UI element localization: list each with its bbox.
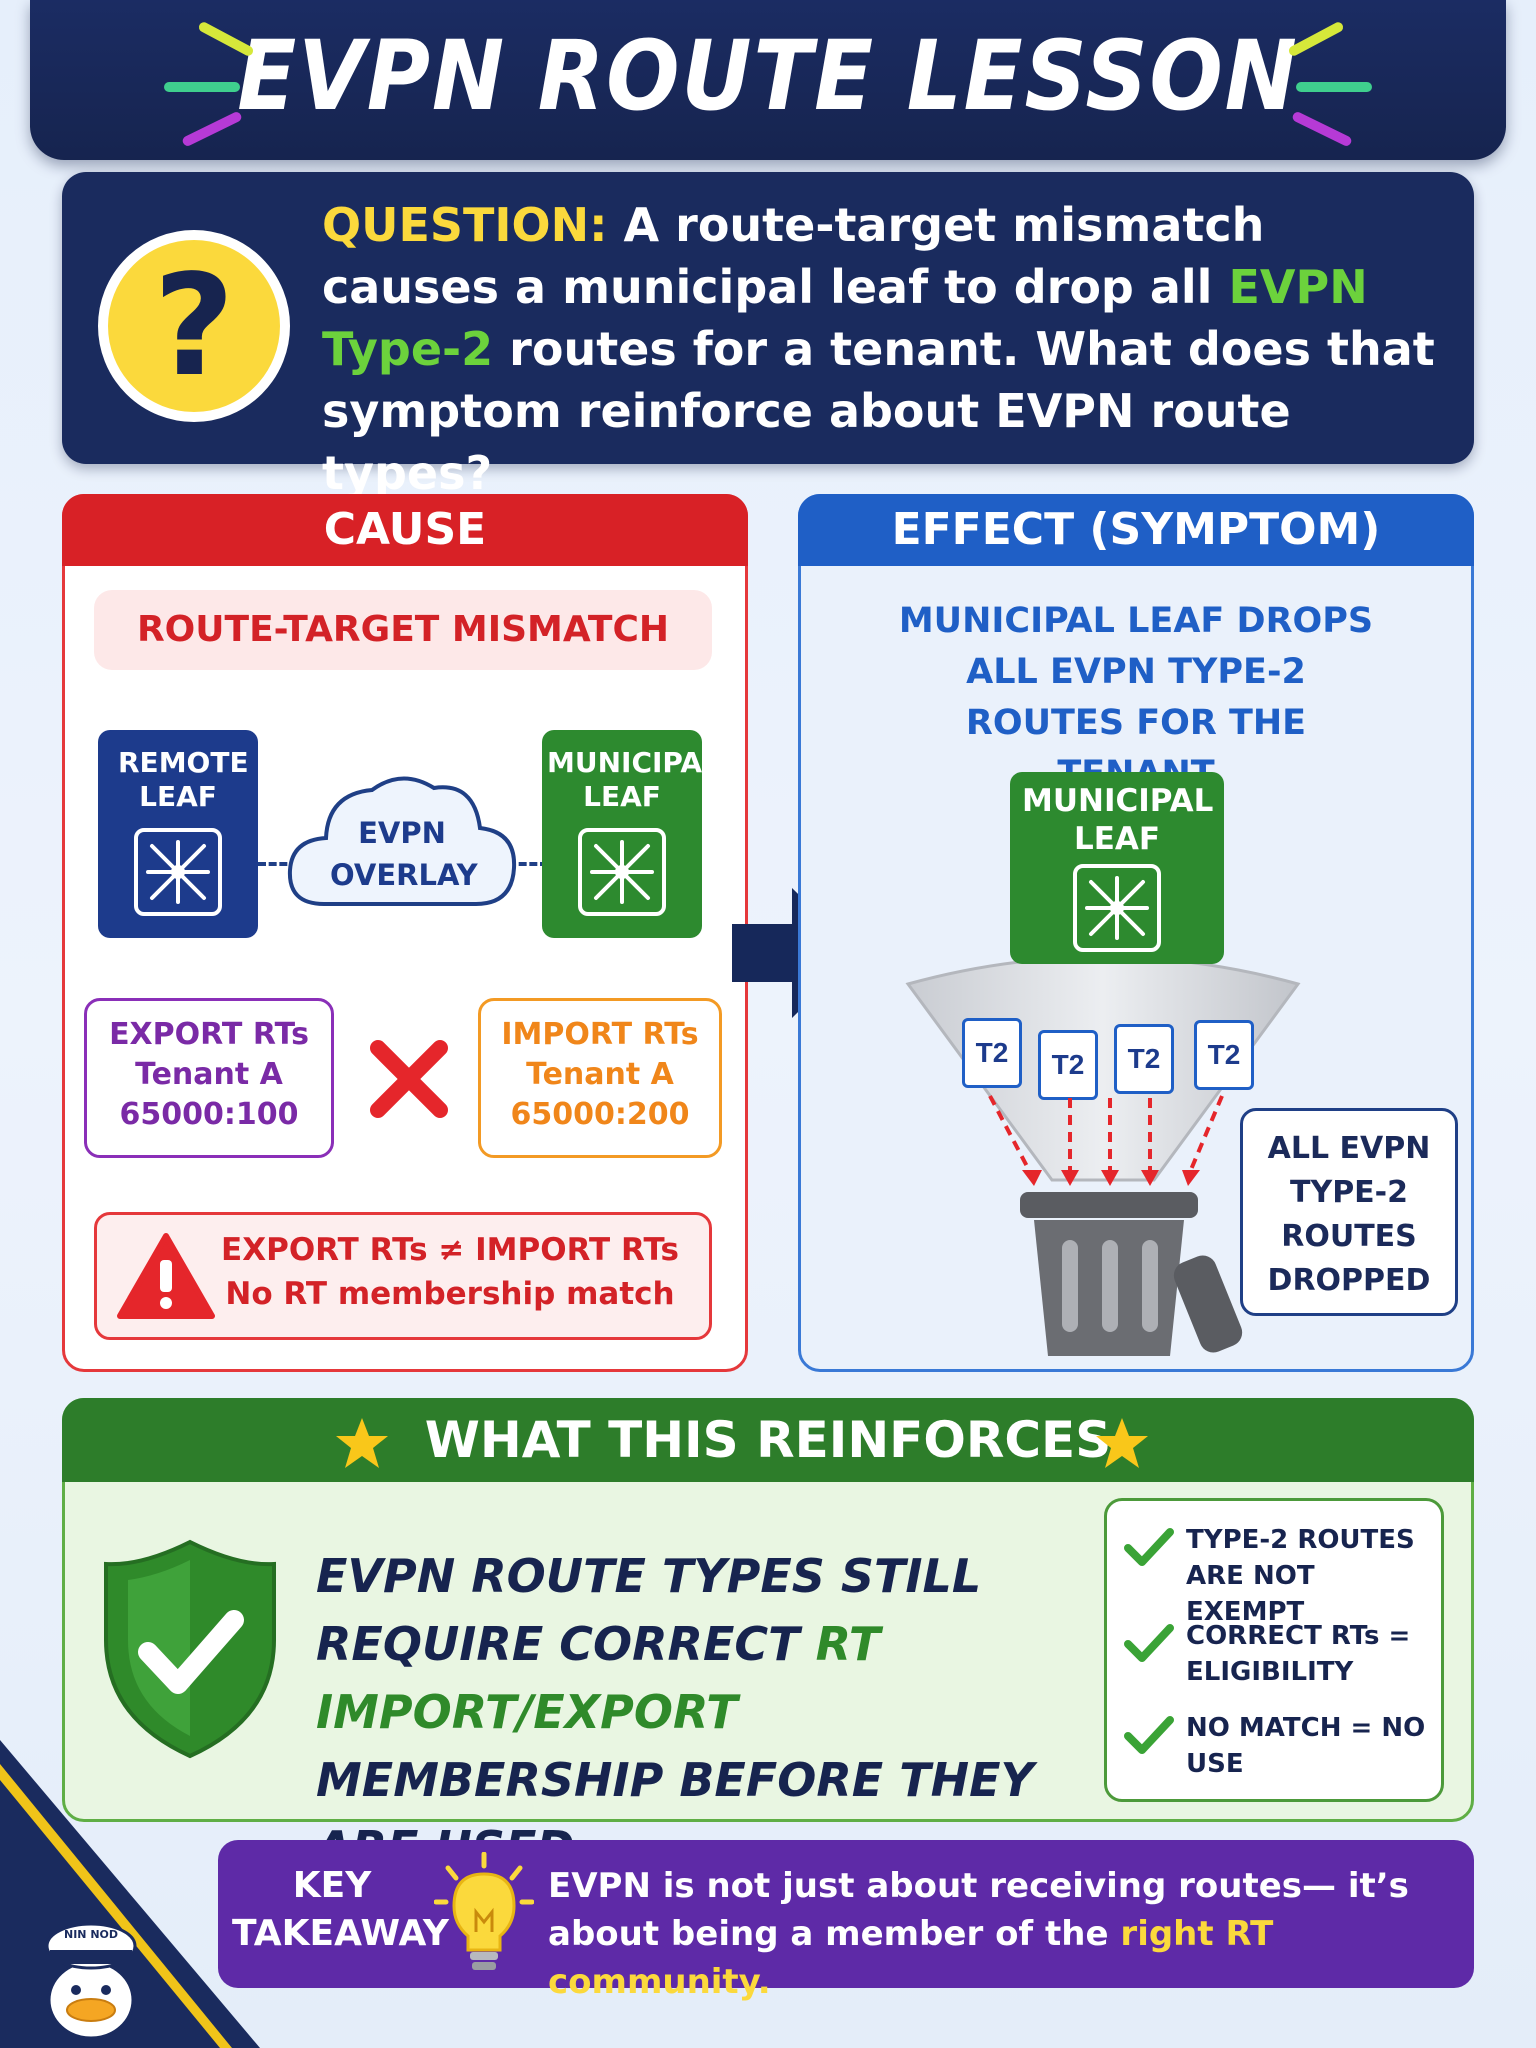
warning-line2: No RT membership match (225, 1276, 675, 1312)
import-rt-title: IMPORT RTs (501, 1017, 699, 1052)
page-title: EVPN ROUTE LESSON (237, 20, 1299, 132)
reinforces-header: WHAT THIS REINFORCES (62, 1398, 1474, 1482)
star-icon (1096, 1418, 1148, 1468)
municipal-leaf-box: MUNICIPAL LEAF (542, 730, 720, 938)
effect-title: MUNICIPAL LEAF DROPS ALL EVPN TYPE-2 ROU… (898, 601, 1374, 794)
mismatch-x-icon (370, 1040, 448, 1118)
dropped-routes-box: ALL EVPN TYPE-2 ROUTES DROPPED (1240, 1108, 1458, 1316)
municipal-leaf-label: MUNICIPAL LEAF (547, 746, 720, 813)
effect-header-label: EFFECT (SYMPTOM) (891, 504, 1381, 555)
route-doc-2: T2 (1038, 1030, 1098, 1100)
import-rt-value: 65000:200 (510, 1097, 690, 1132)
export-rt-card: EXPORT RTs Tenant A 65000:100 (84, 998, 334, 1158)
remote-leaf-label: REMOTE LEAF (118, 746, 249, 813)
checkmark-icon (1124, 1716, 1174, 1754)
checklist-item: NO MATCH = NO USE (1124, 1710, 1434, 1800)
key-takeaway-highlight: right RT community. (548, 1914, 1274, 2002)
export-rt-value: 65000:100 (119, 1097, 299, 1132)
checklist-item-text: TYPE-2 ROUTES ARE NOT EXEMPT (1186, 1525, 1415, 1627)
checkmark-icon (1124, 1624, 1174, 1662)
switch-icon (1073, 864, 1161, 952)
cause-header: CAUSE (62, 494, 748, 566)
question-text: QUESTION: A route-target mismatch causes… (322, 194, 1452, 504)
trash-can-icon (1020, 1192, 1243, 1356)
question-text-part2: routes for a tenant. What does that symp… (322, 322, 1435, 500)
warning-text: EXPORT RTs ≠ IMPORT RTs No RT membership… (200, 1228, 700, 1316)
checkmark-icon (1124, 1528, 1174, 1566)
remote-leaf-box: REMOTE LEAF (98, 730, 258, 938)
duck-mascot-icon (45, 1922, 137, 2040)
export-rt-title: EXPORT RTs (109, 1017, 309, 1052)
warning-line1: EXPORT RTs ≠ IMPORT RTs (221, 1232, 679, 1268)
checklist-box (1104, 1498, 1444, 1802)
cloud-icon (287, 776, 517, 906)
checklist-item: TYPE-2 ROUTES ARE NOT EXEMPT (1124, 1522, 1434, 1627)
title-spark-green-right (1296, 82, 1372, 92)
connector-right (508, 862, 548, 866)
effect-leaf-label: MUNICIPAL LEAF (1022, 783, 1214, 857)
shield-check-icon (104, 1539, 276, 1759)
effect-municipal-leaf-box: MUNICIPAL LEAF (1010, 772, 1224, 964)
cause-subtitle: ROUTE-TARGET MISMATCH (94, 590, 712, 670)
key-takeaway-label: KEY TAKEAWAY (232, 1865, 449, 1954)
checklist-item-text: NO MATCH = NO USE (1186, 1713, 1426, 1779)
question-text-part1: A route-target mismatch causes a municip… (322, 198, 1265, 314)
route-doc-1: T2 (962, 1018, 1022, 1088)
key-takeaway-text: EVPN is not just about receiving routes—… (548, 1862, 1458, 2006)
export-rt-tenant: Tenant A (135, 1057, 283, 1092)
lightbulb-icon (434, 1852, 534, 1970)
key-takeaway-part1: EVPN is not just about receiving routes—… (548, 1866, 1409, 1954)
route-doc-4: T2 (1194, 1020, 1254, 1090)
drop-arrows-icon (988, 1095, 1224, 1186)
star-icon (336, 1418, 388, 1468)
switch-icon (578, 828, 666, 916)
arrow-right-icon (732, 888, 858, 1018)
checklist-item-text: CORRECT RTs = ELIGIBILITY (1186, 1621, 1411, 1687)
cause-header-label: CAUSE (323, 504, 487, 555)
import-rt-tenant: Tenant A (526, 1057, 674, 1092)
switch-icon (134, 828, 222, 916)
import-rt-card: IMPORT RTs Tenant A 65000:200 (478, 998, 722, 1158)
question-highlight: EVPN Type-2 (322, 260, 1368, 376)
reinforces-header-label: WHAT THIS REINFORCES (424, 1411, 1112, 1469)
overlay-label: EVPN OVERLAY (330, 816, 478, 892)
reinforces-main-part1: EVPN ROUTE TYPES STILL REQUIRE CORRECT (316, 1549, 982, 1671)
key-takeaway-box (218, 1840, 1474, 1988)
warning-icon (117, 1233, 215, 1319)
checklist-item: CORRECT RTs = ELIGIBILITY (1124, 1618, 1434, 1708)
reinforces-main-highlight: RT IMPORT/EXPORT (316, 1617, 881, 1739)
question-box (62, 172, 1474, 464)
mascot-hat-label: NIN NOD (63, 1928, 119, 1941)
route-doc-3: T2 (1114, 1024, 1174, 1094)
reinforces-main-text: EVPN ROUTE TYPES STILL REQUIRE CORRECT R… (316, 1542, 1086, 1882)
effect-header: EFFECT (SYMPTOM) (798, 494, 1474, 566)
question-mark-icon: ? (98, 230, 290, 422)
connector-left (258, 862, 298, 866)
question-label: QUESTION: (322, 198, 608, 252)
title-spark-green-left (164, 82, 240, 92)
title-banner (30, 0, 1506, 160)
